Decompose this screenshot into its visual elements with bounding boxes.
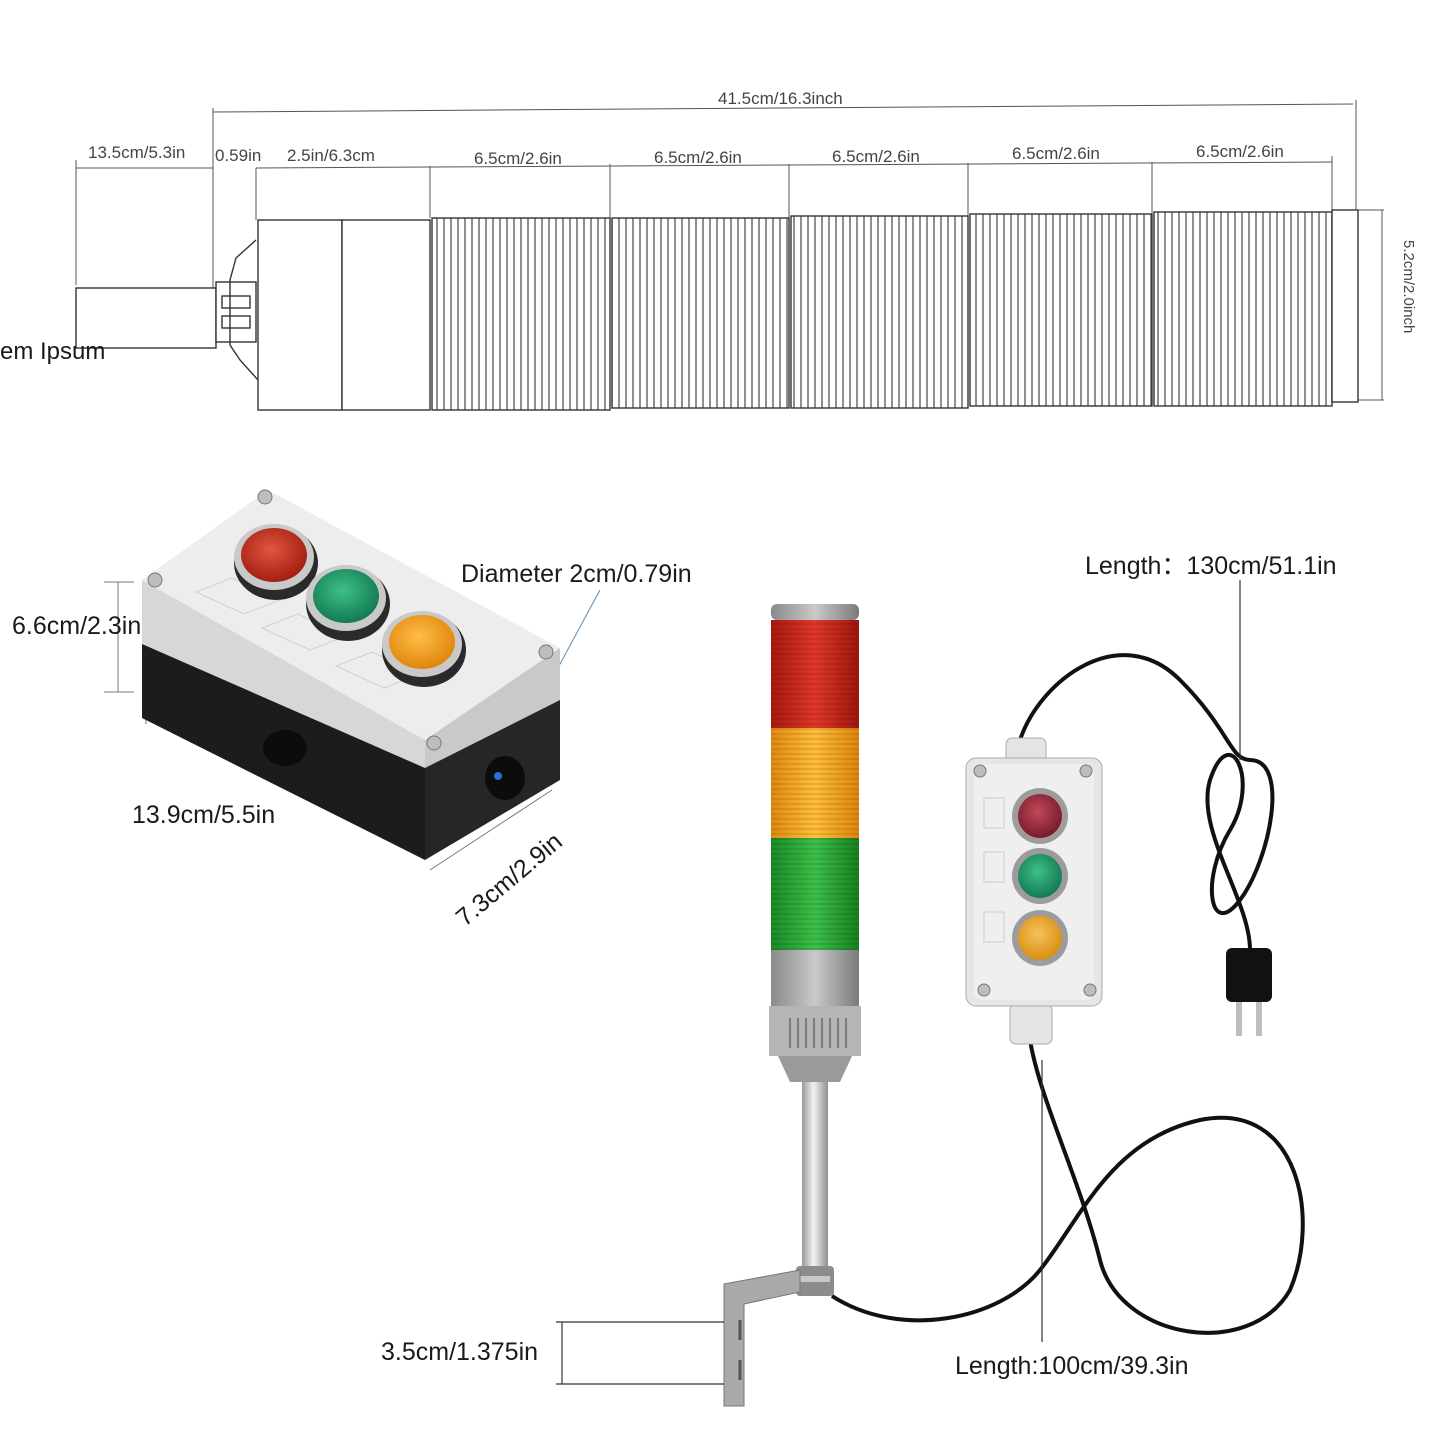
section-3-label: 6.5cm/2.6in xyxy=(832,147,920,166)
base-section-label: 2.5in/6.3cm xyxy=(287,146,375,165)
total-length-label: 41.5cm/16.3inch xyxy=(718,89,843,108)
section-4-label: 6.5cm/2.6in xyxy=(1012,144,1100,163)
button-diameter-label: Diameter 2cm/0.79in xyxy=(461,560,692,588)
box-length-label: 13.9cm/5.5in xyxy=(132,801,276,829)
section-2-label: 6.5cm/2.6in xyxy=(654,148,742,167)
cable-short-label: Length:100cm/39.3in xyxy=(955,1352,1189,1380)
stack-light-illustration xyxy=(556,604,861,1407)
bracket-label: 3.5cm/1.375in xyxy=(381,1338,539,1366)
cable-long-label: Length：130cm/51.1in xyxy=(1085,552,1337,580)
diameter-label: 5.2cm/2.0inch xyxy=(1400,240,1417,334)
button-box-illustration xyxy=(104,489,601,871)
section-5-label: 6.5cm/2.6in xyxy=(1196,142,1284,161)
control-box-illustration xyxy=(830,580,1305,1342)
connector-gap-label: 0.59in xyxy=(215,146,262,165)
tower-ribbed-sections xyxy=(431,209,1359,411)
tower-line-drawing xyxy=(75,100,1384,411)
partial-caption: em Ipsum xyxy=(0,338,106,365)
section-1-label: 6.5cm/2.6in xyxy=(474,149,562,168)
pole-length-label: 13.5cm/5.3in xyxy=(88,143,186,162)
box-height-label: 6.6cm/2.3in xyxy=(12,612,142,640)
